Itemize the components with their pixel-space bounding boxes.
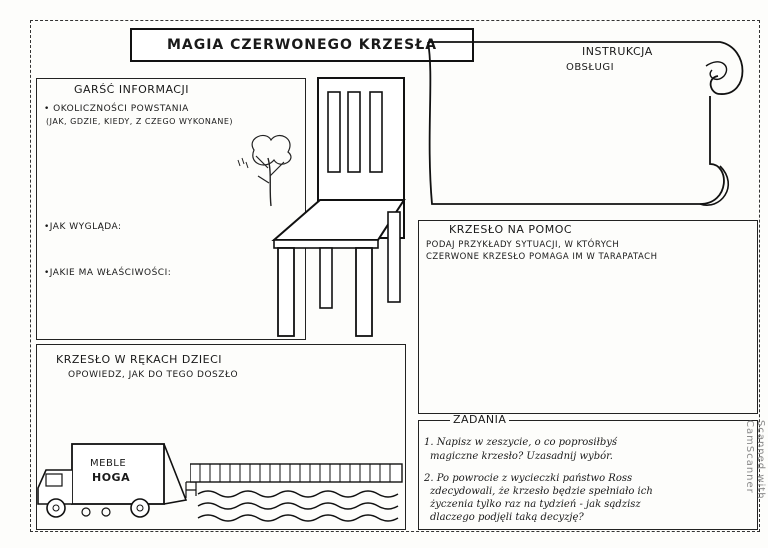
page-frame <box>30 20 760 532</box>
bridge-drawing <box>190 463 403 522</box>
info-heading: GARŚĆ INFORMACJI <box>70 84 193 95</box>
tasks-box <box>418 420 758 530</box>
truck-drawing <box>37 443 197 518</box>
children-subheading: OPOWIEDZ, JAK DO TEGO DOSZŁO <box>68 370 239 380</box>
task-2-line-3: życzenia tylko raz na tydzień - jak sądz… <box>430 499 641 510</box>
truck-label-line-2: HOGA <box>92 471 131 484</box>
tree-drawing <box>237 135 292 207</box>
instructions-scroll <box>427 41 744 206</box>
task-1-line-2: magiczne krzesło? Uzasadnij wybór. <box>430 451 613 462</box>
task-2-line-1: 2. Po powrocie z wycieczki państwo Ross <box>424 473 633 484</box>
info-item-origin-detail: (JAK, GDZIE, KIEDY, Z CZEGO WYKONANE) <box>46 117 234 126</box>
info-item-properties: •JAKIE MA WŁAŚCIWOŚCI: <box>44 268 172 278</box>
page-title: MAGIA CZERWONEGO KRZESŁA <box>130 28 474 62</box>
help-instruction-line-2: CZERWONE KRZESŁO POMAGA IM W TARAPATACH <box>426 252 658 262</box>
task-1-line-1: 1. Napisz w zeszycie, o co poprosiłbyś <box>424 437 618 448</box>
truck-label-line-1: MEBLE <box>90 458 127 469</box>
help-instruction-line-1: PODAJ PRZYKŁADY SYTUACJI, W KTÓRYCH <box>426 240 620 250</box>
help-heading: KRZESŁO NA POMOC <box>446 224 576 235</box>
help-box <box>418 220 758 414</box>
scanner-watermark: Scanned with CamScanner <box>744 420 766 500</box>
children-box <box>36 344 406 530</box>
page-title-text: MAGIA CZERWONEGO KRZESŁA <box>166 37 438 53</box>
tasks-heading: ZADANIA <box>450 414 510 425</box>
chair-drawing <box>271 77 406 337</box>
children-heading: KRZESŁO W RĘKACH DZIECI <box>56 353 223 366</box>
instructions-heading-1: INSTRUKCJA <box>582 45 653 58</box>
instructions-heading-2: OBSŁUGI <box>566 62 615 73</box>
info-item-appearance: •JAK WYGLĄDA: <box>44 222 122 232</box>
info-box <box>36 78 306 340</box>
task-2-line-2: zdecydowali, że krzesło będzie spełniało… <box>430 486 653 497</box>
info-item-origin: • OKOLICZNOŚCI POWSTANIA <box>44 104 189 114</box>
task-2-line-4: dlaczego podjęli taką decyzję? <box>430 512 584 523</box>
